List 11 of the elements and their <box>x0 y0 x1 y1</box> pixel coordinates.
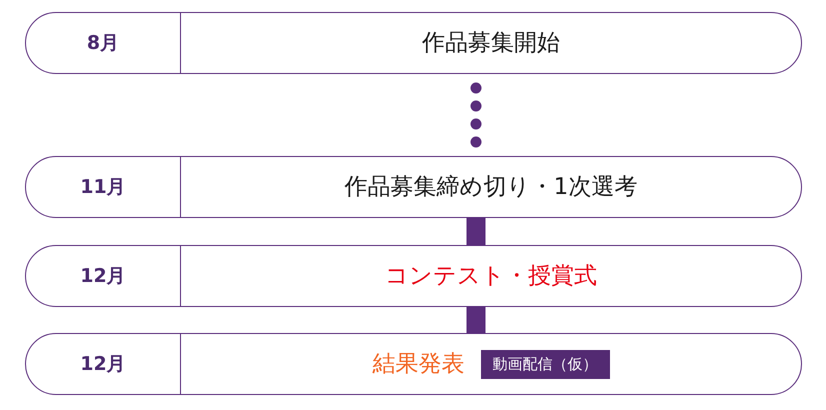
month-label: 8月 <box>86 30 120 56</box>
connector-bar <box>466 218 486 245</box>
month-label: 11月 <box>80 174 126 200</box>
event-label: 結果発表 <box>372 350 464 379</box>
tag-label: 動画配信（仮） <box>480 350 610 378</box>
month-label: 12月 <box>80 352 126 377</box>
event-label: コンテスト・授賞式 <box>385 262 597 291</box>
month-label: 12月 <box>80 264 126 289</box>
connector-bar <box>466 307 486 333</box>
event-label: 作品募集締め切り・1次選考 <box>344 172 638 202</box>
event-label: 作品募集開始 <box>422 28 560 58</box>
